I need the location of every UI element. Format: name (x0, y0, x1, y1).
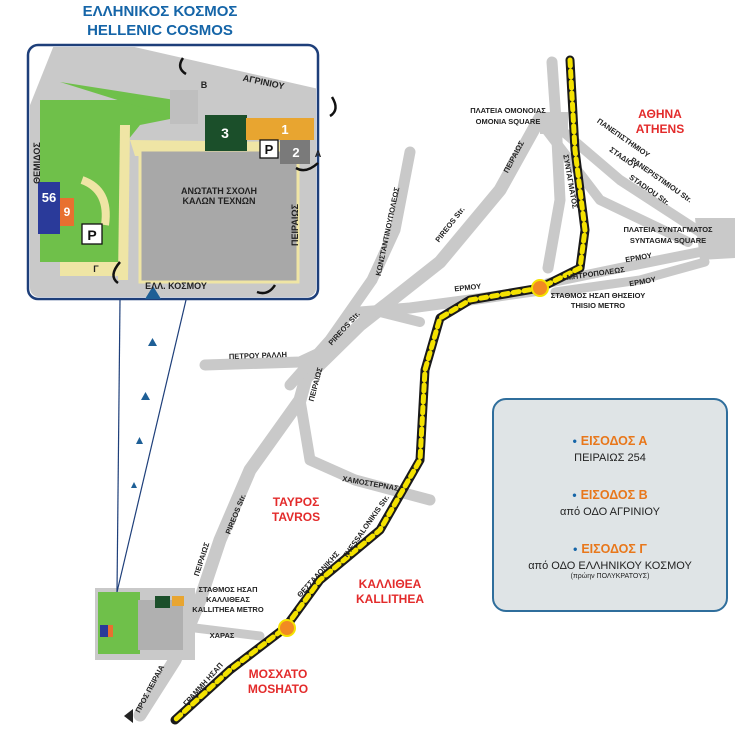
legend-bullet-b: • (572, 488, 577, 502)
parking-g-label: P (87, 227, 96, 243)
street-ell-kosmou: ΕΛΛ. ΚΟΣΜΟΥ (145, 281, 207, 291)
building-3-label: 3 (221, 125, 229, 141)
school-line1: ΑΝΩΤΑΤΗ ΣΧΟΛΗ (181, 186, 257, 196)
street-petrou-ralli: ΠΕΤΡΟΥ ΡΑΛΛΗ (229, 350, 287, 361)
gate-g-label: Γ (93, 264, 99, 274)
building-2-label: 2 (292, 145, 299, 160)
kallithea-gr: ΚΑΛΛΙΘΕΑ (359, 577, 422, 591)
legend-title-g: ΕΙΣΟΔΟΣ Γ (581, 542, 647, 556)
athens-gr: ΑΘΗΝΑ (638, 107, 682, 121)
building-9-label: 9 (64, 205, 71, 219)
title-english: HELLENIC COSMOS (87, 22, 233, 39)
title-greek: ΕΛΛΗΝΙΚΟΣ ΚΟΣΜΟΣ (83, 3, 238, 20)
tavros-gr: ΤΑΥΡΟΣ (273, 495, 320, 509)
omonia-gr: ΠΛΑΤΕΙΑ ΟΜΟΝΟΙΑΣ (470, 106, 546, 115)
moschato-gr: ΜΟΣΧΑΤΟ (249, 667, 308, 681)
school-line2: ΚΑΛΩΝ ΤΕΧΝΩΝ (183, 196, 256, 206)
legend-bullet-g: • (573, 542, 578, 556)
locator-funnel (116, 299, 187, 593)
thisio-gr: ΣΤΑΘΜΟΣ ΗΣΑΠ ΘΗΣΕΙΟΥ (551, 291, 646, 300)
gate-arrows (112, 57, 337, 295)
tavros-en: TAVROS (272, 510, 320, 524)
to-piraeus-arrow-icon (124, 709, 133, 723)
kallithea-station-dot (278, 619, 296, 637)
legend-entry-b: •ΕΙΣΟΔΟΣ Β από ΟΔΟ ΑΓΡΙΝΙΟΥ (494, 486, 726, 518)
legend-sub-b: από ΟΔΟ ΑΓΡΙΝΙΟΥ (560, 506, 660, 518)
street-themidos: ΘΕΜΙΔΟΣ (32, 142, 42, 184)
building-1-label: 1 (281, 122, 288, 137)
kallithea-station-en: KALLITHEA METRO (192, 605, 264, 614)
syntagma-gr: ΠΛΑΤΕΙΑ ΣΥΝΤΑΓΜΑΤΟΣ (623, 225, 713, 234)
street-chamosternas: ΧΑΜΟΣΤΕΡΝΑΣ (342, 474, 400, 493)
small-site (95, 588, 195, 660)
gate-a-label: Α (315, 149, 322, 159)
thisio-en: THISIO METRO (571, 301, 625, 310)
syntagma-square-shape (695, 218, 735, 260)
legend-bullet-a: • (572, 434, 577, 448)
legend-entry-g: •ΕΙΣΟΔΟΣ Γ από ΟΔΟ ΕΛΛΗΝΙΚΟΥ ΚΟΣΜΟΥ (πρώ… (494, 540, 726, 580)
legend-entry-a: •ΕΙΣΟΔΟΣ Α ΠΕΙΡΑΙΩΣ 254 (494, 432, 726, 464)
legend-sub-g: από ΟΔΟ ΕΛΛΗΝΙΚΟΥ ΚΟΣΜΟΥ (528, 560, 692, 572)
direction-arrows (131, 338, 157, 488)
street-ermou-1: ΕΡΜΟΥ (454, 282, 482, 294)
entrances-legend: •ΕΙΣΟΔΟΣ Α ΠΕΙΡΑΙΩΣ 254 •ΕΙΣΟΔΟΣ Β από Ο… (492, 398, 728, 612)
inset-map (26, 43, 337, 301)
legend-note-g: (πρώην ΠΟΛΥΚΡΑΤΟΥΣ) (570, 573, 650, 580)
moschato-en: MOSHATO (248, 682, 308, 696)
athens-en: ATHENS (636, 122, 684, 136)
parking-a-label: P (265, 142, 274, 157)
kallithea-en: KALLITHEA (356, 592, 424, 606)
kallithea-station-gr2: ΚΑΛΛΙΘΕΑΣ (206, 595, 250, 604)
street-thessalonikis-gr: ΘΕΣΣΑΛΟΝΙΚΗΣ (295, 549, 341, 599)
gate-b-label: Β (201, 80, 208, 90)
building-56-label: 56 (42, 190, 56, 205)
street-charas: ΧΑΡΑΣ (210, 631, 235, 640)
omonia-square-shape (540, 112, 568, 134)
thisio-station-dot (531, 279, 549, 297)
omonia-en: OMONIA SQUARE (476, 117, 541, 126)
legend-title-b: ΕΙΣΟΔΟΣ Β (580, 488, 648, 502)
kallithea-station-gr1: ΣΤΑΘΜΟΣ ΗΣΑΠ (199, 585, 258, 594)
syntagma-en: SYNTAGMA SQUARE (630, 236, 706, 245)
legend-title-a: ΕΙΣΟΔΟΣ Α (580, 434, 648, 448)
legend-sub-a: ΠΕΙΡΑΙΩΣ 254 (574, 452, 646, 464)
street-peiraios-inset: ΠΕΙΡΑΙΩΣ (290, 203, 300, 246)
